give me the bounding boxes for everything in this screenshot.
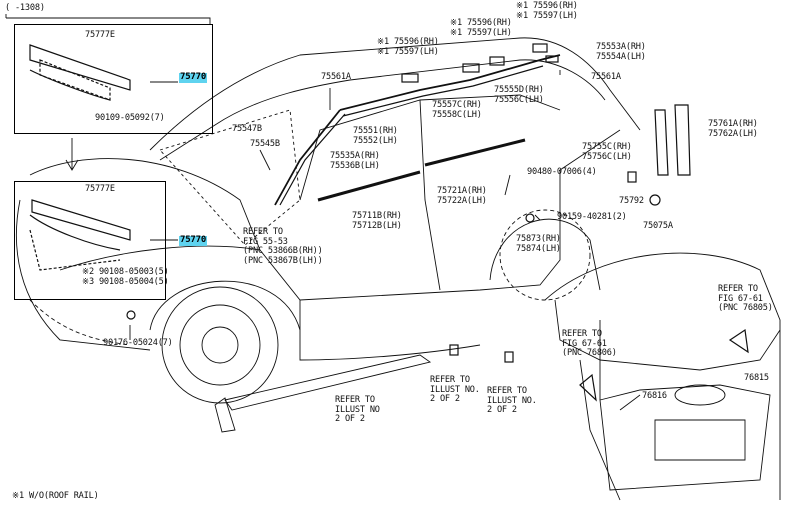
footnote: ※1 W/O(ROOF RAIL) — [12, 491, 99, 501]
part-90480-07006[interactable]: 90480-07006(4) — [527, 167, 597, 177]
part-75561A-left[interactable]: 75561A — [321, 72, 351, 82]
part-75553A[interactable]: 75553A(RH) 75554A(LH) — [596, 42, 646, 62]
year-range: ( -1308) — [5, 3, 45, 13]
part-75596-top[interactable]: ※1 75596(RH) ※1 75597(LH) — [516, 1, 578, 21]
part-75755C[interactable]: 75755C(RH) 75756C(LH) — [582, 142, 632, 162]
ref-fig-67-61-76805[interactable]: REFER TO FIG 67-61 (PNC 76805) — [718, 284, 773, 313]
ref-illust-2[interactable]: REFER TO ILLUST NO. 2 OF 2 — [430, 375, 480, 404]
ref-illust-1[interactable]: REFER TO ILLUST NO 2 OF 2 — [335, 395, 380, 424]
part-75561A-right[interactable]: 75561A — [591, 72, 621, 82]
part-75761A[interactable]: 75761A(RH) 75762A(LH) — [708, 119, 758, 139]
windshield — [159, 109, 301, 246]
part-75873[interactable]: 75873(RH) 75874(LH) — [516, 234, 561, 254]
part-76815[interactable]: 76815 — [744, 373, 769, 383]
part-90159-40281[interactable]: 90159-40281(2) — [557, 212, 627, 222]
ref-fig-55-53[interactable]: REFER TO FIG 55-53 (PNC 53866B(RH)) (PNC… — [243, 227, 323, 266]
part-90176-05024[interactable]: 90176-05024(7) — [103, 338, 173, 348]
part-75551[interactable]: 75551(RH) 75552(LH) — [353, 126, 398, 146]
part-75535A[interactable]: 75535A(RH) 75536B(LH) — [330, 151, 380, 171]
front-wheel — [161, 286, 279, 404]
part-75547B[interactable]: 75547B — [232, 124, 262, 134]
ref-illust-3[interactable]: REFER TO ILLUST NO. 2 OF 2 — [487, 386, 537, 415]
part-75777E-bottom[interactable]: 75777E — [85, 184, 115, 194]
part-90108-05004[interactable]: ※3 90108-05004(5) — [82, 277, 169, 287]
part-75711B[interactable]: 75711B(RH) 75712B(LH) — [352, 211, 402, 231]
part-75770-top[interactable]: 75770 — [179, 72, 208, 83]
part-75557C[interactable]: 75557C(RH) 75558C(LH) — [432, 100, 482, 120]
part-76816[interactable]: 76816 — [642, 391, 667, 401]
part-90109-05092[interactable]: 90109-05092(7) — [95, 113, 165, 123]
roof-outline — [149, 37, 641, 151]
inset-box-top — [14, 24, 213, 134]
rocker-moulding — [224, 354, 432, 411]
part-75555D[interactable]: 75555D(RH) 75556C(LH) — [494, 85, 544, 105]
ref-fig-67-61-76806[interactable]: REFER TO FIG 67-61 (PNC 76806) — [562, 329, 617, 358]
part-75770-bottom[interactable]: 75770 — [179, 235, 208, 246]
part-75596-left[interactable]: ※1 75596(RH) ※1 75597(LH) — [377, 37, 439, 57]
part-75075A[interactable]: 75075A — [643, 221, 673, 231]
part-75792[interactable]: 75792 — [619, 196, 644, 206]
rear-vehicle — [544, 252, 781, 500]
inset-box-bottom — [14, 181, 166, 300]
part-75596-mid[interactable]: ※1 75596(RH) ※1 75597(LH) — [450, 18, 512, 38]
hood — [29, 158, 261, 271]
part-75777E-top[interactable]: 75777E — [85, 30, 115, 40]
part-75721A[interactable]: 75721A(RH) 75722A(LH) — [437, 186, 487, 206]
part-75545B[interactable]: 75545B — [250, 139, 280, 149]
part-90108-05003[interactable]: ※2 90108-05003(5) — [82, 267, 169, 277]
